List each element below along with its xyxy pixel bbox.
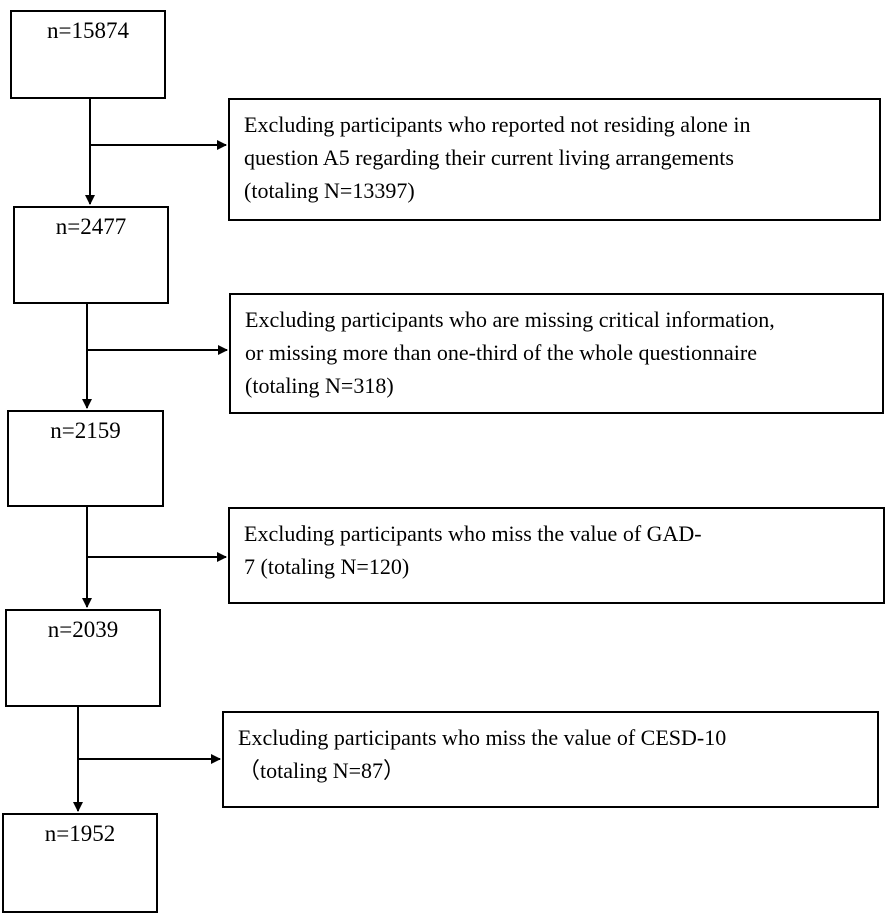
count-box-1: n=15874 [10, 10, 166, 99]
exclusion-text-line: Excluding participants who miss the valu… [244, 521, 702, 546]
exclusion-text-line: （totaling N=87） [238, 758, 406, 783]
exclusion-text-line: (totaling N=13397) [244, 178, 415, 203]
exclusion-box-3: Excluding participants who miss the valu… [228, 507, 885, 604]
count-label: n=2039 [47, 617, 119, 642]
count-box-4: n=2039 [5, 609, 161, 707]
exclusion-text-line: Excluding participants who reported not … [244, 112, 751, 137]
count-box-5: n=1952 [2, 813, 158, 913]
exclusion-box-4: Excluding participants who miss the valu… [222, 711, 879, 808]
exclusion-text-line: 7 (totaling N=120) [244, 554, 410, 579]
exclusion-text-line: Excluding participants who miss the valu… [238, 725, 727, 750]
count-label: n=2159 [50, 418, 121, 443]
count-box-3: n=2159 [7, 410, 164, 507]
count-label: n=2477 [55, 214, 127, 239]
exclusion-box-1: Excluding participants who reported not … [228, 98, 881, 221]
count-label: n=1952 [44, 821, 116, 846]
exclusion-text-line: (totaling N=318) [245, 373, 394, 398]
exclusion-text-line: Excluding participants who are missing c… [245, 307, 775, 332]
count-box-2: n=2477 [13, 206, 169, 304]
exclusion-text-line: or missing more than one-third of the wh… [245, 340, 757, 365]
exclusion-text-line: question A5 regarding their current livi… [244, 145, 734, 170]
exclusion-box-2: Excluding participants who are missing c… [229, 293, 884, 414]
count-label: n=15874 [47, 18, 129, 43]
